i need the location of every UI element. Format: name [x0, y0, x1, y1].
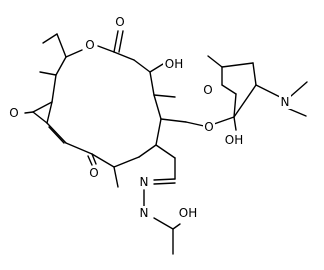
bond [51, 74, 57, 103]
svg-text:O: O [89, 166, 98, 180]
bond [113, 51, 135, 61]
bond [290, 81, 308, 97]
bond [221, 62, 254, 68]
ester-oxygen-atom: O [84, 38, 96, 52]
bond [97, 45, 115, 53]
bond [32, 101, 53, 113]
sugar-ring-oxygen-atom: O [202, 83, 214, 97]
bond [87, 155, 93, 166]
bond [221, 84, 237, 95]
hydrazide-hydroxyl-group: OH [177, 206, 199, 220]
glycosidic-oxygen-atom: O [203, 120, 215, 134]
sugar-hydroxyl-group: OH [223, 133, 245, 147]
bond [155, 144, 176, 159]
bond [46, 101, 53, 124]
svg-text:OH: OH [225, 133, 243, 147]
svg-text:OH: OH [165, 57, 183, 71]
svg-text:N: N [281, 95, 290, 109]
bond [233, 84, 257, 118]
bond [149, 63, 164, 73]
bond [213, 116, 235, 125]
epoxide-oxygen-atom: O [8, 106, 20, 120]
bond [160, 118, 187, 123]
bond [286, 107, 307, 117]
bond [32, 111, 48, 124]
bond [153, 217, 174, 230]
svg-text:N: N [140, 175, 149, 189]
bond [24, 111, 34, 114]
bond [91, 153, 115, 168]
bond [207, 55, 223, 68]
hydrazide-nitrogen-atom: N [138, 206, 150, 220]
bond [153, 94, 162, 120]
bond [153, 94, 176, 98]
ring-hydroxyl-group: OH [163, 57, 185, 71]
bond [233, 116, 237, 131]
bond [153, 178, 176, 181]
bond [55, 56, 67, 76]
svg-text:O: O [115, 15, 124, 29]
svg-text:O: O [203, 83, 212, 97]
svg-text:OH: OH [179, 206, 197, 220]
bond [118, 30, 124, 53]
dimethylamino-nitrogen-atom: N [279, 95, 291, 109]
bond [91, 153, 97, 165]
bond [133, 59, 151, 73]
bond [42, 33, 58, 44]
ketone-oxygen-atom: O [88, 166, 100, 180]
bond [252, 62, 257, 86]
bond [113, 30, 119, 53]
bond [113, 166, 119, 188]
bond [56, 33, 67, 58]
bond [48, 126, 65, 144]
carbonyl-oxygen-atom: O [114, 15, 126, 29]
imine-nitrogen-atom: N [138, 175, 150, 189]
bond [172, 223, 181, 230]
bond [153, 182, 176, 185]
bond [46, 122, 67, 144]
svg-text:O: O [85, 38, 94, 52]
bond-layer [24, 30, 308, 255]
bond [255, 84, 281, 98]
bond [149, 71, 155, 96]
bond [155, 118, 162, 146]
svg-text:O: O [9, 106, 18, 120]
bond [233, 93, 237, 118]
bond [138, 144, 157, 158]
atom-label-layer: O O OH O N O OH O [8, 15, 291, 220]
bond [65, 142, 93, 155]
bond [113, 156, 140, 168]
svg-text:N: N [140, 206, 149, 220]
bond [185, 121, 205, 127]
bond [65, 49, 83, 58]
svg-text:O: O [204, 120, 213, 134]
bond [39, 71, 57, 76]
